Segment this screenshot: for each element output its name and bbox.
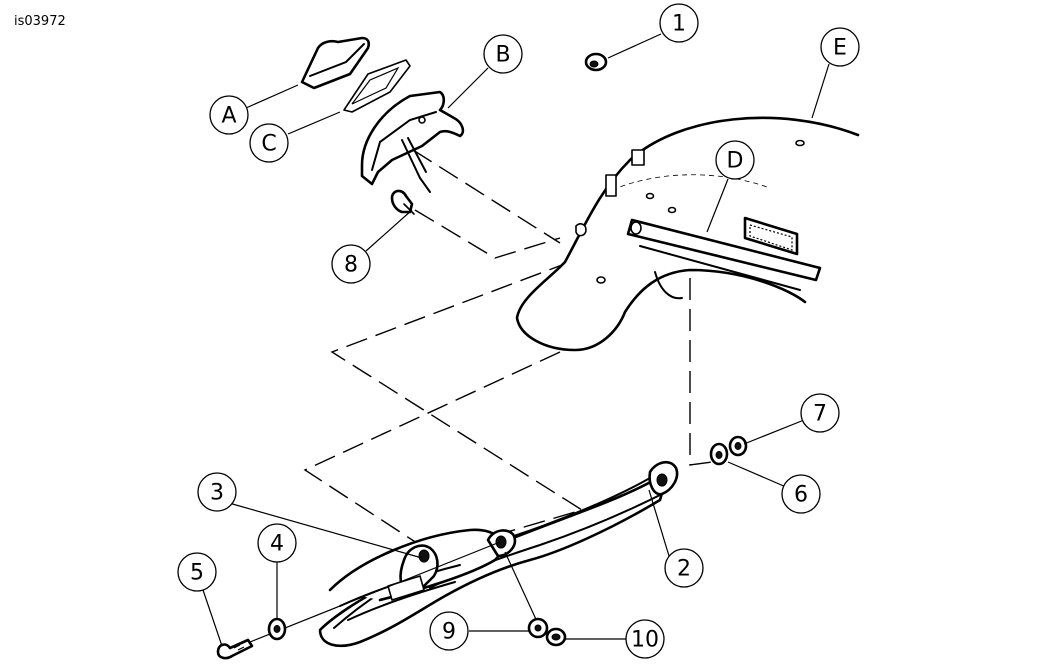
- callout-2: 2: [664, 548, 704, 588]
- svg-text:6: 6: [794, 483, 808, 508]
- callout-d: D: [715, 140, 755, 180]
- callout-4: 4: [257, 523, 297, 563]
- bracket-3: [387, 544, 439, 601]
- svg-text:5: 5: [190, 561, 204, 586]
- washer-9-nut-10: [504, 551, 567, 647]
- callout-5: 5: [177, 552, 217, 592]
- part-b-bracket: [360, 90, 465, 193]
- svg-text:9: 9: [442, 620, 456, 645]
- callout-9: 9: [429, 611, 469, 651]
- callouts: 1 2 3 4 5 6 7 8: [177, 3, 860, 659]
- reflector: [743, 216, 799, 256]
- callout-b: B: [483, 34, 523, 74]
- leader-lines: [202, 33, 830, 647]
- nut-1: [584, 52, 608, 72]
- bolt-5: [216, 541, 501, 660]
- svg-text:D: D: [727, 149, 744, 174]
- screw-8: [390, 189, 415, 215]
- svg-text:4: 4: [270, 532, 284, 557]
- callout-1: 1: [659, 3, 699, 43]
- svg-text:7: 7: [813, 402, 827, 427]
- svg-text:10: 10: [631, 628, 659, 653]
- callout-7: 7: [800, 393, 840, 433]
- luggage-rack: [318, 460, 679, 647]
- svg-text:A: A: [221, 104, 236, 129]
- part-a-cap: [300, 36, 371, 90]
- assembly-dashed-lines: [303, 149, 713, 546]
- callout-6: 6: [781, 474, 821, 514]
- washer-6-nut-7: [709, 435, 748, 466]
- svg-text:1: 1: [672, 12, 686, 37]
- callout-e: E: [820, 27, 860, 67]
- callout-c: C: [249, 123, 289, 163]
- callout-3: 3: [197, 472, 237, 512]
- callout-10: 10: [625, 619, 665, 659]
- washer-4: [267, 617, 287, 641]
- svg-text:B: B: [495, 43, 510, 68]
- callout-8: 8: [331, 244, 371, 284]
- svg-text:8: 8: [344, 253, 358, 278]
- svg-text:3: 3: [210, 481, 224, 506]
- part-c-gasket: [343, 59, 411, 113]
- svg-text:2: 2: [677, 557, 691, 582]
- svg-text:C: C: [261, 132, 276, 157]
- callout-a: A: [209, 95, 249, 135]
- support-bar: [626, 218, 822, 291]
- svg-text:E: E: [833, 36, 847, 61]
- document-id: is03972: [14, 14, 66, 29]
